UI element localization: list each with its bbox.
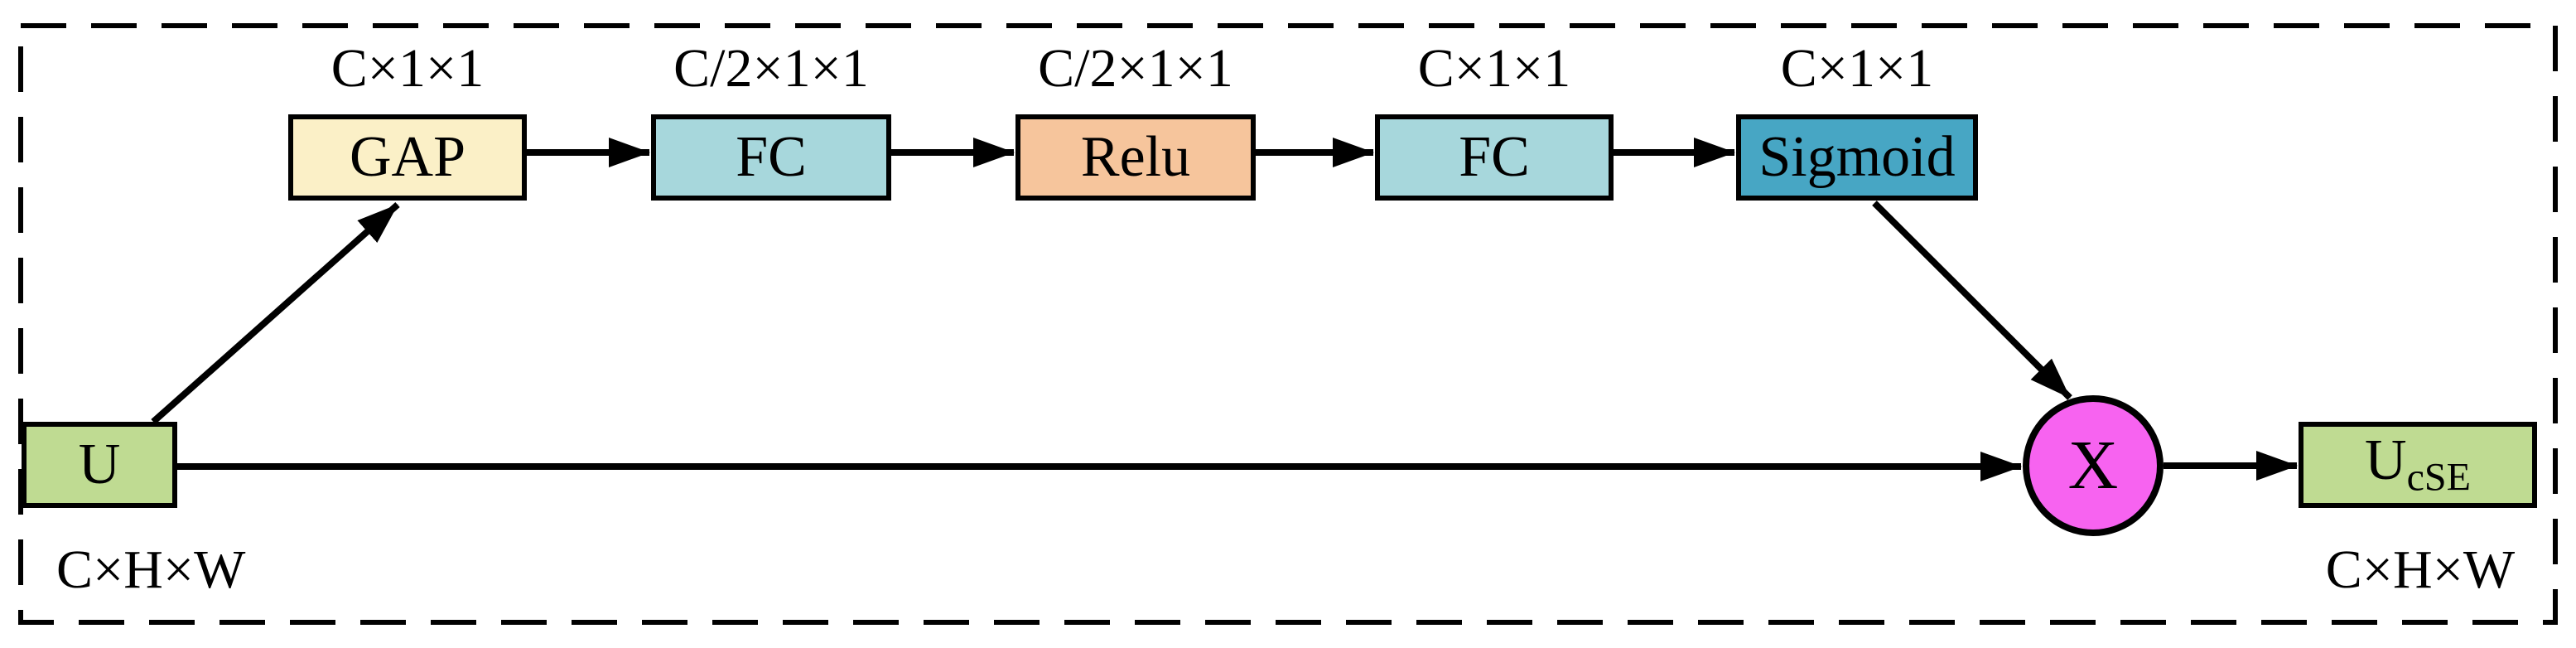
output-block-label: UcSE <box>2365 428 2471 500</box>
relu-dim-label: C/2×1×1 <box>1038 38 1233 99</box>
sigmoid-block-label: Sigmoid <box>1758 125 1956 189</box>
fc1-block-label: FC <box>736 125 807 189</box>
sigmoid-dim-label: C×1×1 <box>1780 38 1934 99</box>
output-block-subscript: cSE <box>2406 455 2471 500</box>
fc2-block: FC <box>1375 114 1614 201</box>
multiply-node-label: X <box>2067 427 2119 504</box>
relu-block: Relu <box>1015 114 1256 201</box>
fc1-block: FC <box>651 114 891 201</box>
relu-block-label: Relu <box>1080 125 1191 189</box>
arrow-input-to-gap <box>151 202 400 424</box>
sigmoid-block: Sigmoid <box>1736 114 1978 201</box>
output-dim-label: C×H×W <box>2325 539 2516 600</box>
input-block-label: U <box>78 433 121 496</box>
input-block: U <box>22 422 177 508</box>
gap-dim-label: C×1×1 <box>330 38 485 99</box>
fc1-dim-label: C/2×1×1 <box>673 38 869 99</box>
input-dim-label: C×H×W <box>56 539 246 600</box>
output-block: UcSE <box>2299 422 2537 508</box>
arrow-sigmoid-to-multiply <box>1872 201 2072 400</box>
dashed-border <box>18 23 2558 625</box>
fc2-dim-label: C×1×1 <box>1417 38 1571 99</box>
gap-block: GAP <box>288 114 527 201</box>
fc2-block-label: FC <box>1459 125 1530 189</box>
multiply-node: X <box>2023 395 2164 536</box>
gap-block-label: GAP <box>349 125 466 189</box>
